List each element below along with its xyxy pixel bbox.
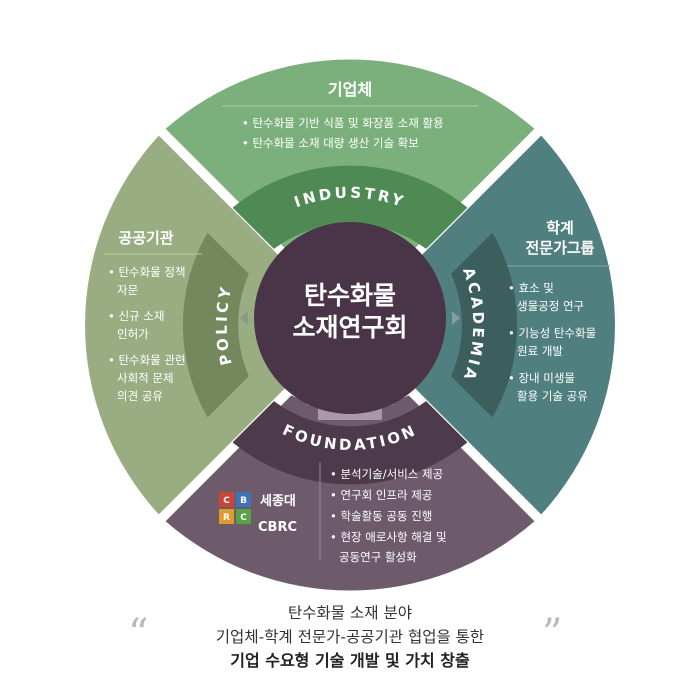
foundation-bullet-1: • 분석기술/서비스 제공 [330, 467, 443, 481]
foundation-org-abbr: CBRC [258, 520, 297, 535]
industry-ring-band [232, 165, 468, 249]
cbrc-logo: C B R C [219, 492, 251, 524]
open-quote-mark: “ [128, 611, 149, 657]
foundation-org-name: 세종대 [260, 494, 296, 509]
policy-bullet-1: • 탄수화물 정책 [108, 265, 186, 279]
academia-bullet-1-cont: 생물공정 연구 [517, 299, 584, 313]
arrow-left-policy [240, 311, 248, 325]
academia-title-line1: 학계 [546, 219, 574, 237]
policy-bullet-3: • 탄수화물 관련 [108, 353, 186, 367]
policy-bullet-3-cont2: 의견 공유 [117, 389, 163, 403]
logo-letter-c1: C [223, 496, 230, 506]
academia-bullet-3-cont: 활용 기술 공유 [517, 389, 588, 403]
academia-ring-band [451, 232, 518, 418]
caption: 탄수화물 소재 분야 기업체-학계 전문가-공공기관 협업을 통한 기업 수요형… [0, 601, 700, 673]
academia-bullet-3: • 장내 미생물 [508, 371, 575, 385]
caption-line-1: 탄수화물 소재 분야 [288, 604, 412, 622]
academia-bullet-2: • 기능성 탄수화물 [508, 326, 596, 340]
center-circle [254, 222, 446, 414]
center-title-line2: 소재연구회 [292, 313, 407, 342]
ring-label-policy: POLICY [213, 283, 236, 367]
logo-cell-b [236, 492, 251, 507]
foundation-bullet-4: • 현장 애로사항 해결 및 [330, 530, 447, 544]
policy-bullet-2-cont: 인허가 [117, 327, 149, 341]
foundation-ring-band [232, 401, 468, 485]
arrow-right-academia [452, 311, 460, 325]
policy-ring-band [182, 232, 249, 418]
academia-bullet-1: • 효소 및 [508, 281, 554, 295]
center-title-line1: 탄수화물 [304, 281, 396, 310]
foundation-bullet-3: • 학술활동 공동 진행 [330, 509, 432, 523]
policy-bullet-1-cont: 자문 [117, 283, 138, 297]
industry-title: 기업체 [328, 80, 372, 99]
academia-bullet-2-cont: 원료 개발 [517, 344, 563, 358]
industry-bullet-2: • 탄수화물 소재 대량 생산 기술 확보 [242, 136, 419, 150]
caption-line-2: 기업체-학계 전문가-공공기관 협업을 통한 [215, 628, 485, 646]
policy-title: 공공기관 [118, 229, 173, 247]
logo-letter-b: B [240, 496, 247, 506]
logo-cell-c1 [219, 492, 234, 507]
industry-bullet-1: • 탄수화물 기반 식품 및 화장품 소재 활용 [242, 116, 444, 130]
logo-cell-c2 [236, 509, 251, 524]
caption-line-3: 기업 수요형 기술 개발 및 가치 창출 [230, 651, 470, 670]
foundation-bullet-2: • 연구회 인프라 제공 [330, 488, 432, 502]
ring-label-policy-path: POLICY [213, 283, 233, 367]
logo-letter-r: R [223, 513, 230, 523]
academia-title-line2: 전문가그룹 [525, 239, 594, 257]
close-quote-mark: ” [542, 611, 563, 657]
logo-cell-r [219, 509, 234, 524]
policy-bullet-3-cont: 사회적 문제 [117, 371, 174, 385]
foundation-bullet-4-cont: 공동연구 활성화 [339, 550, 417, 564]
logo-letter-c2: C [240, 513, 247, 523]
policy-bullet-2: • 신규 소재 [108, 309, 164, 323]
